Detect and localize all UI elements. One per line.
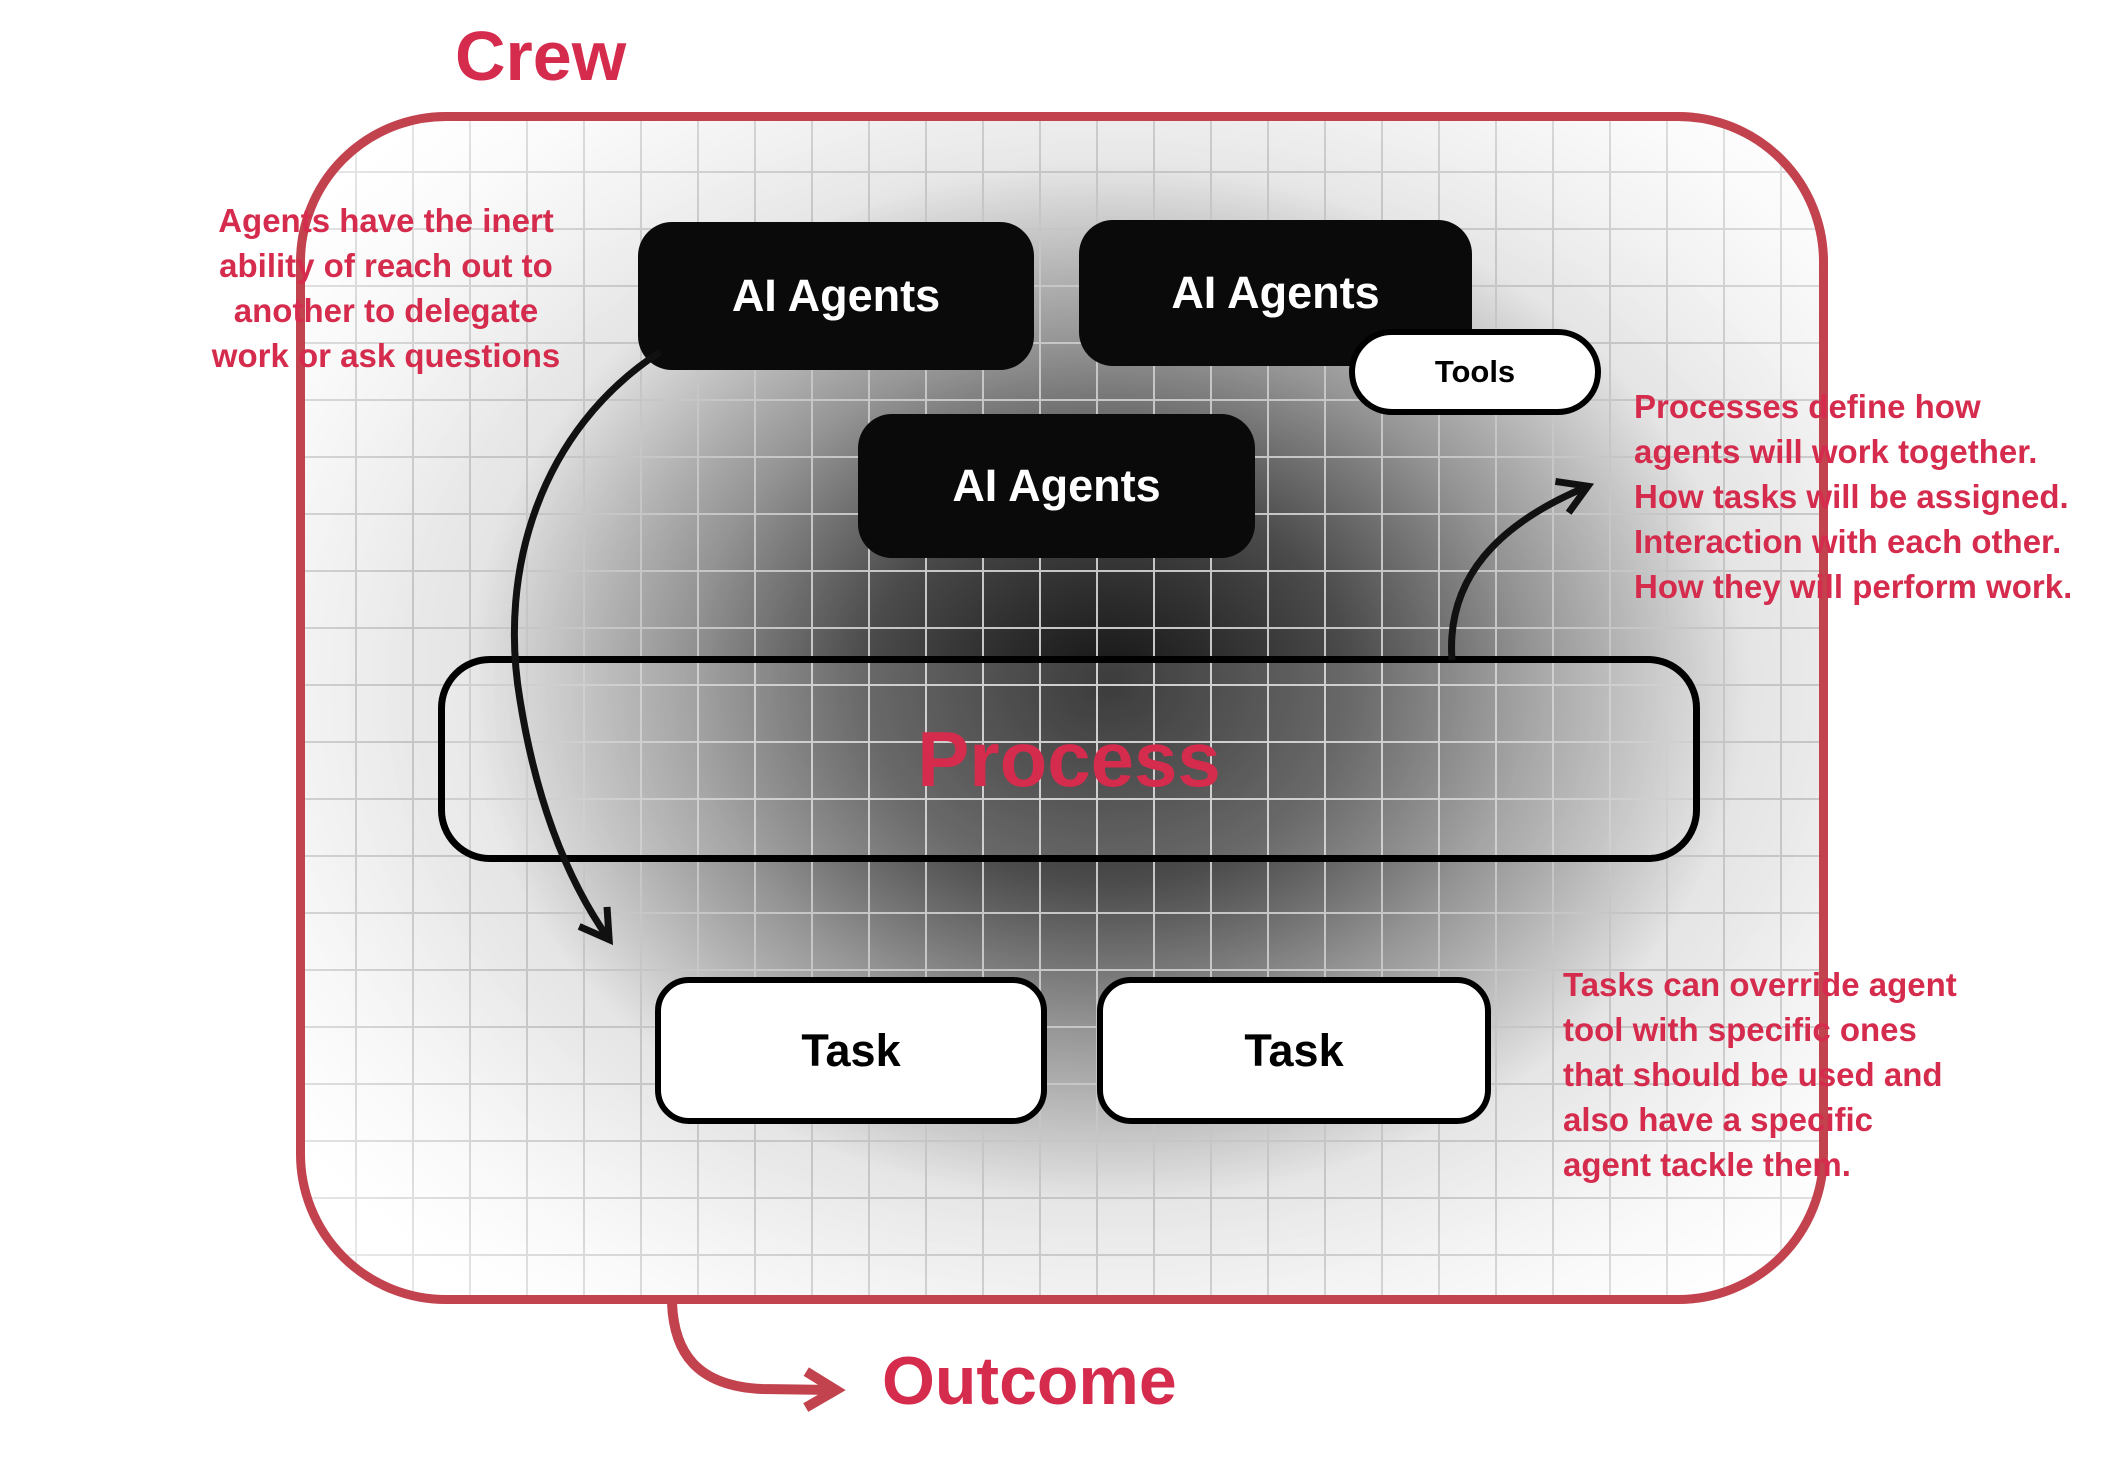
- tools-label: Tools: [1434, 354, 1516, 389]
- task-box-2: Task: [1097, 977, 1491, 1124]
- ai-agents-label-3: AI Agents: [952, 460, 1161, 511]
- ai-agents-label-1: AI Agents: [731, 270, 941, 321]
- outcome-label: Outcome: [882, 1343, 1177, 1419]
- ai-agents-box-1: AI Agents: [638, 222, 1034, 370]
- grid-background: [298, 114, 1826, 1302]
- ai-agents-label-2: AI Agents: [1171, 267, 1380, 318]
- crew-frame: [296, 112, 1828, 1304]
- outcome-arrow: [667, 1298, 846, 1412]
- ai-agents-box-3: AI Agents: [858, 414, 1255, 558]
- task-box-1: Task: [655, 977, 1047, 1124]
- tools-pill: Tools: [1349, 329, 1601, 415]
- task-label-2: Task: [1244, 1024, 1344, 1076]
- process-label: Process: [917, 714, 1221, 803]
- task-label-1: Task: [801, 1024, 901, 1076]
- note-agents-delegation: Agents have the inert ability of reach o…: [211, 202, 561, 374]
- crew-title: Crew: [455, 17, 627, 95]
- note-processes: Processes define how agents will work to…: [1634, 388, 2073, 605]
- note-tasks: Tasks can override agent tool with speci…: [1563, 966, 1957, 1183]
- process-box: Process: [438, 656, 1700, 862]
